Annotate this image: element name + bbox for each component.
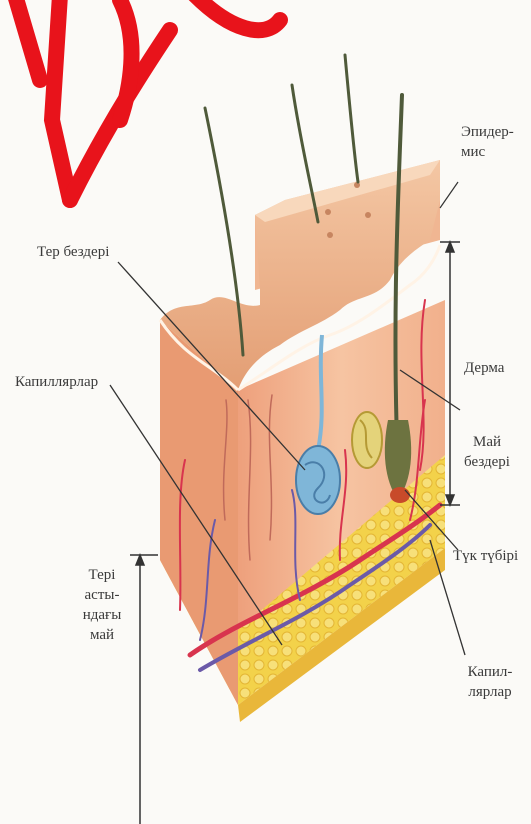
label-capillaries-left: Капиллярлар — [15, 372, 98, 392]
epidermis-bracket — [440, 182, 458, 208]
sebaceous-gland — [352, 412, 382, 468]
fat-bracket — [130, 555, 158, 824]
watermark — [15, 0, 280, 200]
label-sebaceous-glands: Май бездері — [462, 432, 512, 472]
label-dermis: Дерма — [464, 358, 504, 378]
label-hair-root: Түк түбірі — [453, 546, 518, 566]
label-capillaries-right: Капил- лярлар — [458, 662, 522, 702]
label-subcutaneous-fat: Тері асты- ндағы май — [74, 565, 130, 645]
label-sweat-glands: Тер бездері — [37, 242, 109, 262]
label-epidermis: Эпидер- мис — [461, 122, 514, 162]
